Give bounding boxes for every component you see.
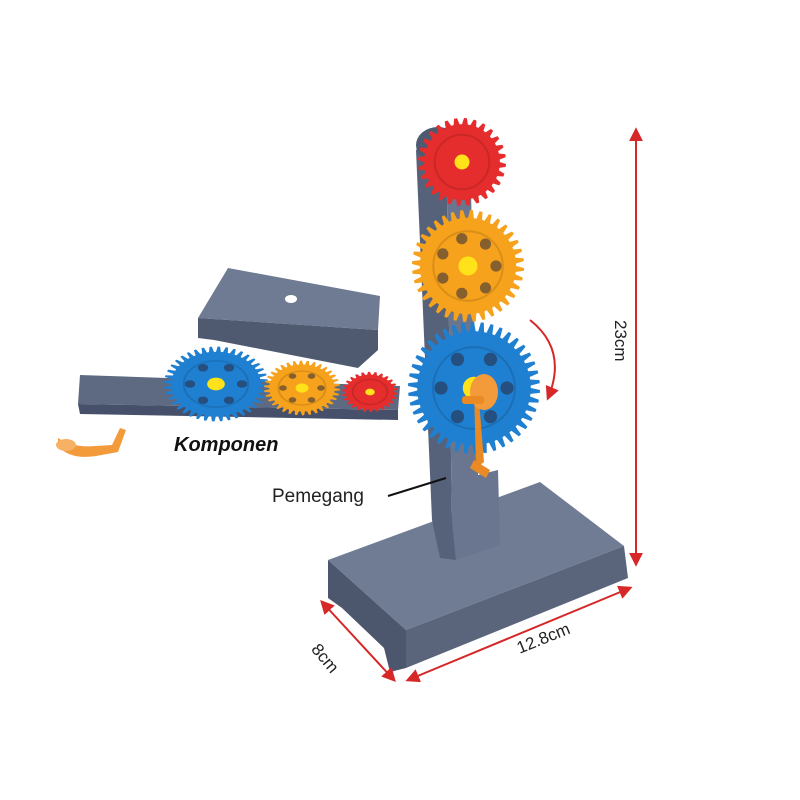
spare-base-plate [198,268,380,368]
mounted-crank-handle [462,374,498,478]
width-dimension-line [405,585,633,683]
depth-dimension-line [320,599,396,683]
holder-pointer-line [387,477,447,497]
spare-red-gear [342,371,398,413]
spare-orange-gear [264,360,340,416]
holder-label: Pemegang [272,486,364,507]
spare-crank-handle [56,428,126,457]
spare-gears [164,346,398,422]
spare-blue-gear [164,346,268,422]
rotation-arrow [529,319,559,401]
height-dimension-label: 23cm [611,320,630,362]
orange-gear [412,210,524,322]
red-gear [418,118,506,206]
components-label: Komponen [174,434,279,456]
